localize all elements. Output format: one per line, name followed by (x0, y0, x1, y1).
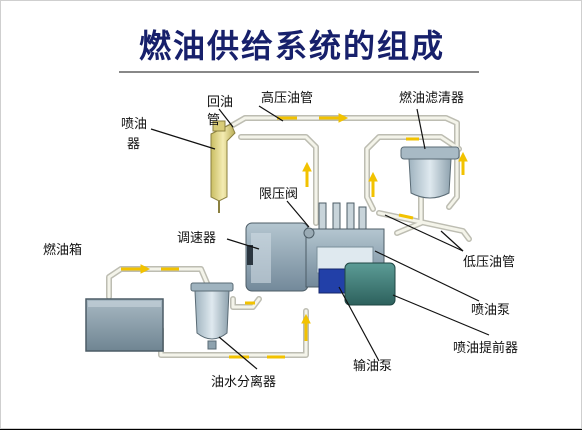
label-injector-2: 器 (127, 137, 141, 152)
high-pressure-pipe (238, 134, 319, 226)
title-underline (119, 71, 479, 73)
fuel-tank-shape (85, 298, 164, 352)
label-return-pipe-2: 管 (207, 113, 221, 128)
flow-arrows (121, 113, 468, 359)
leader-lines (150, 105, 490, 370)
label-injection-pump: 喷油泵 (471, 303, 511, 318)
label-return-pipe: 回油 (207, 95, 234, 110)
label-low-pressure-pipe: 低压油管 (463, 255, 516, 270)
label-governor: 调速器 (177, 231, 217, 246)
label-transfer-pump: 输油泵 (353, 359, 393, 374)
injection-pump-assembly (245, 202, 396, 306)
pipe-bottom-loop (158, 308, 309, 358)
label-fuel-filter: 燃油滤清器 (399, 91, 465, 106)
label-pressure-limit-valve: 限压阀 (259, 187, 299, 202)
water-separator-shape (190, 282, 234, 350)
label-injector: 喷油 (121, 117, 148, 132)
page-title: 燃油供给系统的组成 (138, 27, 445, 65)
label-water-separator: 油水分离器 (211, 375, 277, 390)
label-fuel-tank: 燃油箱 (43, 243, 83, 258)
fuel-filter-shape (400, 146, 460, 199)
label-high-pressure-pipe: 高压油管 (261, 91, 314, 106)
injector-shape (210, 120, 236, 213)
label-timing-advancer: 喷油提前器 (453, 341, 519, 356)
